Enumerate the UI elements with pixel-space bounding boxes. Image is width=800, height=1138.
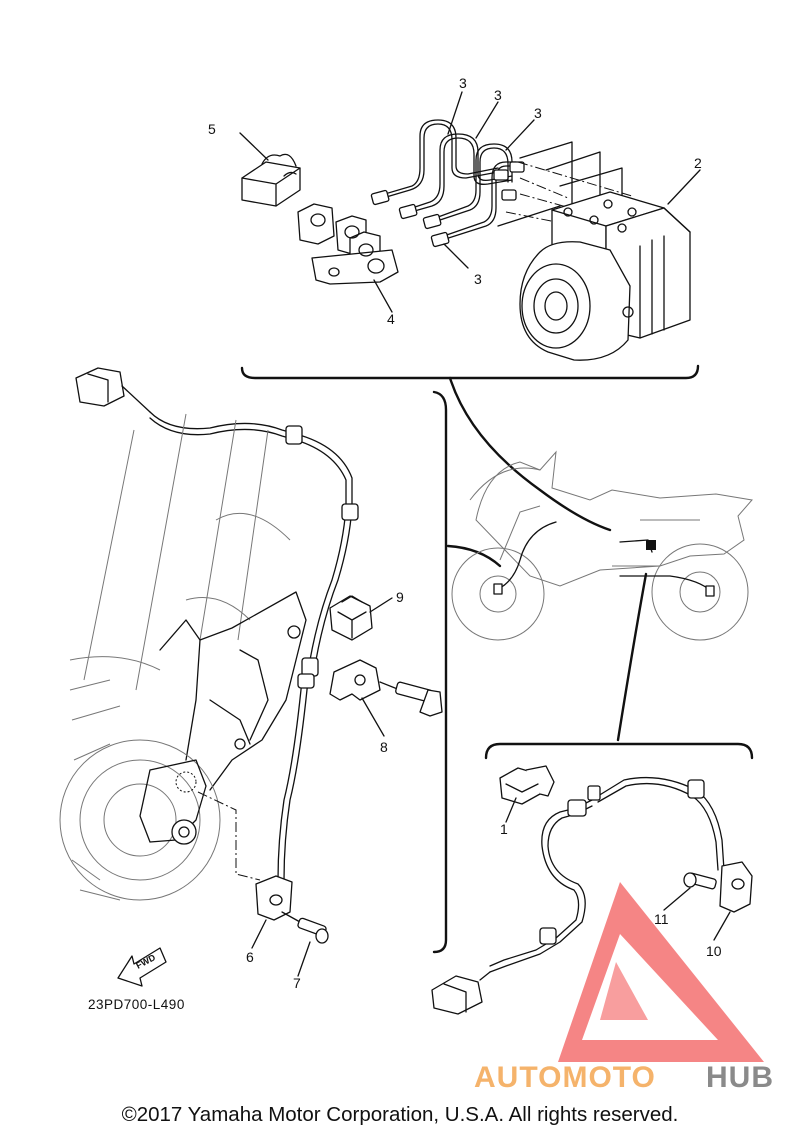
callout-3c: 3 [534,105,542,121]
part-4-pipe-joint [297,203,399,285]
callout-2: 2 [694,155,702,171]
callout-10: 10 [706,943,722,959]
rear-group-bracket [484,742,754,760]
leader-lines [239,91,731,977]
watermark-text-2: HUB [706,1061,774,1094]
part-2-hydraulic-unit [519,191,691,361]
part-9-clamp [329,595,373,641]
part-8-bracket [329,659,443,717]
part-11-bolt [683,872,717,890]
top-group-bracket [240,364,700,380]
part-5-coupler [241,153,301,207]
watermark-triangle-icon [558,882,764,1062]
right-divider [432,390,448,954]
fwd-arrow: FWD [117,947,167,987]
callout-3d: 3 [474,271,482,287]
callout-3a: 3 [459,75,467,91]
part-7-bolt [281,911,329,944]
rear-lead-coupler [431,975,483,1015]
callout-4: 4 [387,311,395,327]
callout-3b: 3 [494,87,502,103]
callout-8: 8 [380,739,388,755]
part-1-clamp [499,765,555,805]
front-sensor-group: FWD [59,367,443,987]
copyright-notice: ©2017 Yamaha Motor Corporation, U.S.A. A… [121,1103,679,1126]
callout-numbers: 5 3 3 3 3 4 2 9 8 6 7 1 11 10 [208,75,722,991]
callout-9: 9 [396,589,404,605]
callout-5: 5 [208,121,216,137]
sensor-lead-coupler [75,367,125,407]
watermark-logo [558,882,764,1062]
callout-1: 1 [500,821,508,837]
part-6-front-wheel-sensor [255,875,293,921]
callout-6: 6 [246,949,254,965]
diagram-code: 23PD700-L490 [88,997,185,1012]
part-10-rear-wheel-sensor [719,861,753,913]
part-3-brake-pipes [370,119,525,248]
watermark-text-1: AUTOMOTO [474,1061,656,1094]
motorcycle-overview [431,376,754,1015]
abs-unit-group [240,119,700,380]
callout-11: 11 [654,911,669,927]
callout-7: 7 [293,975,301,991]
